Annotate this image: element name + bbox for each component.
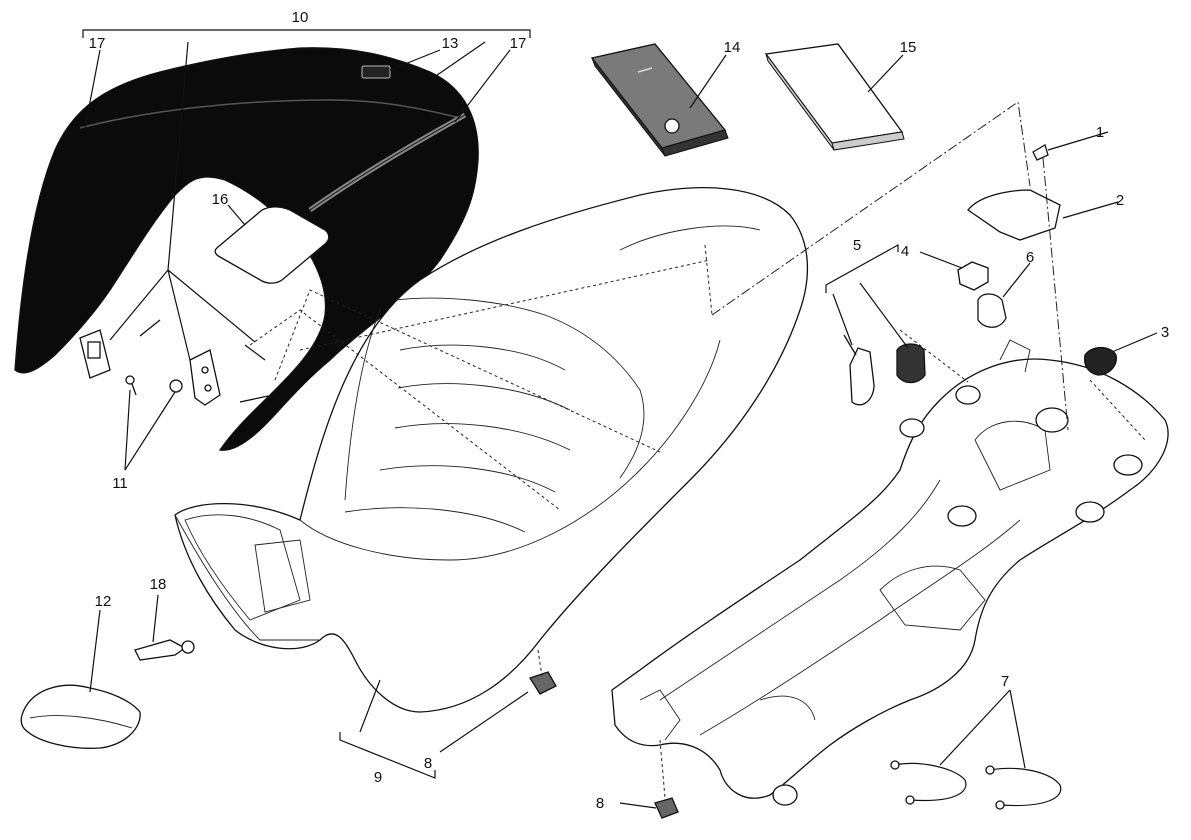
part-label-15: 15 [900,39,917,56]
seat-cowl-shell [14,47,479,451]
cover-plate [214,206,330,284]
part-label-9: 9 [374,769,382,786]
rubber-pad-lower [654,797,679,819]
part-label-16: 16 [212,191,229,208]
cable-pair [890,760,1062,810]
assembly-guide-lines [249,101,1146,799]
part-label-18: 18 [150,576,167,593]
part-label-7: 7 [1001,673,1009,690]
clip-fastener [134,639,195,661]
part-label-17: 17 [89,35,106,52]
part-label-3: 3 [1161,324,1169,341]
part-label-6: 6 [1026,249,1034,266]
part-label-5: 5 [853,237,861,254]
cowl-hardware [79,319,269,406]
part-label-2: 2 [1116,192,1124,209]
part-label-10: 10 [292,9,309,26]
part-label-1: 1 [1096,124,1104,141]
part-label-17: 17 [510,35,527,52]
part-label-11: 11 [112,475,128,492]
rear-subframe [611,339,1169,806]
leader-lines [82,29,1158,809]
rider-seat [174,187,808,713]
lock-hardware [843,144,1117,406]
part-label-8: 8 [424,755,432,772]
tool-kit [590,43,729,157]
owner-manual [764,43,905,151]
part-label-8: 8 [596,795,604,812]
emblem-badge [361,65,391,79]
part-label-14: 14 [724,39,741,56]
rubber-pad-upper [529,671,557,695]
part-label-12: 12 [95,593,112,610]
part-label-4: 4 [901,243,909,260]
part-label-13: 13 [442,35,459,52]
